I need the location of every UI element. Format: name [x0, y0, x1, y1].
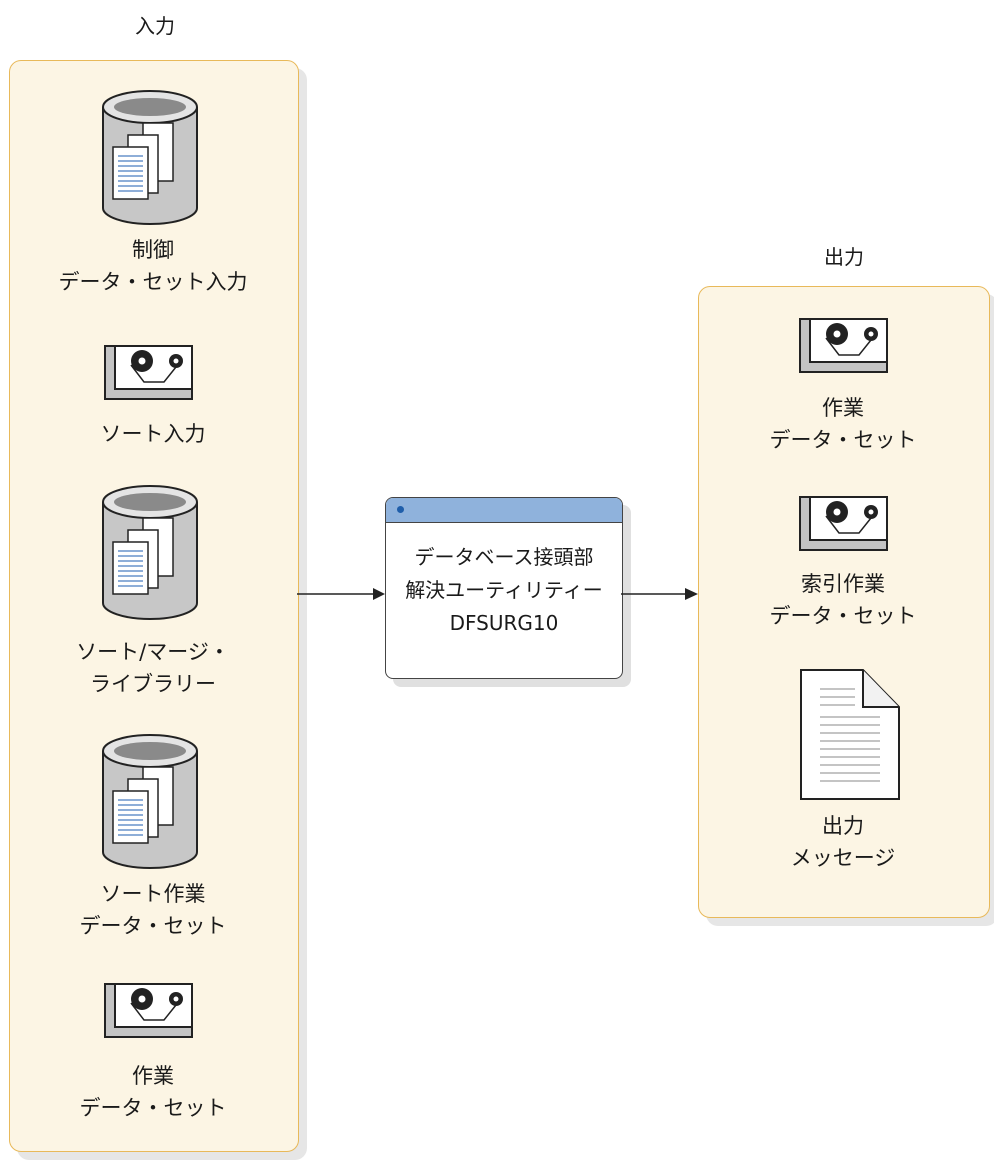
process-title-bar: [386, 498, 622, 523]
input-label-work-dataset: 作業データ・セット: [79, 1064, 227, 1120]
output-label-messages: 出力メッセージ: [790, 814, 896, 870]
input-label-sort-input: ソート入力: [100, 422, 206, 446]
database-icon: [102, 734, 198, 869]
tape-icon: [799, 496, 888, 551]
database-icon: [102, 485, 198, 620]
output-label-index-work-dataset: 索引作業データ・セット: [769, 572, 917, 628]
utility-process-box: データベース接頭部 解決ユーティリティー DFSURG10: [385, 497, 623, 679]
input-label-sort-work-dataset: ソート作業データ・セット: [79, 882, 227, 938]
tape-icon: [799, 318, 888, 373]
process-to-output-arrow: [621, 588, 698, 600]
window-dot-icon: [397, 506, 404, 513]
input-heading: 入力: [135, 14, 175, 38]
output-panel: [698, 286, 990, 918]
database-icon: [102, 90, 198, 225]
tape-icon: [104, 983, 193, 1038]
process-label-line1: データベース接頭部: [414, 545, 594, 569]
input-to-process-arrow: [297, 588, 385, 600]
output-label-work-dataset: 作業データ・セット: [769, 396, 917, 452]
input-label-sort-merge-library: ソート/マージ・ライブラリー: [76, 640, 230, 696]
process-label-line2: 解決ユーティリティー: [405, 578, 603, 602]
input-label-control-dataset: 制御データ・セット入力: [58, 238, 248, 294]
output-heading: 出力: [824, 245, 864, 269]
tape-icon: [104, 345, 193, 400]
process-label-line3: DFSURG10: [449, 611, 559, 635]
document-icon: [800, 669, 900, 800]
